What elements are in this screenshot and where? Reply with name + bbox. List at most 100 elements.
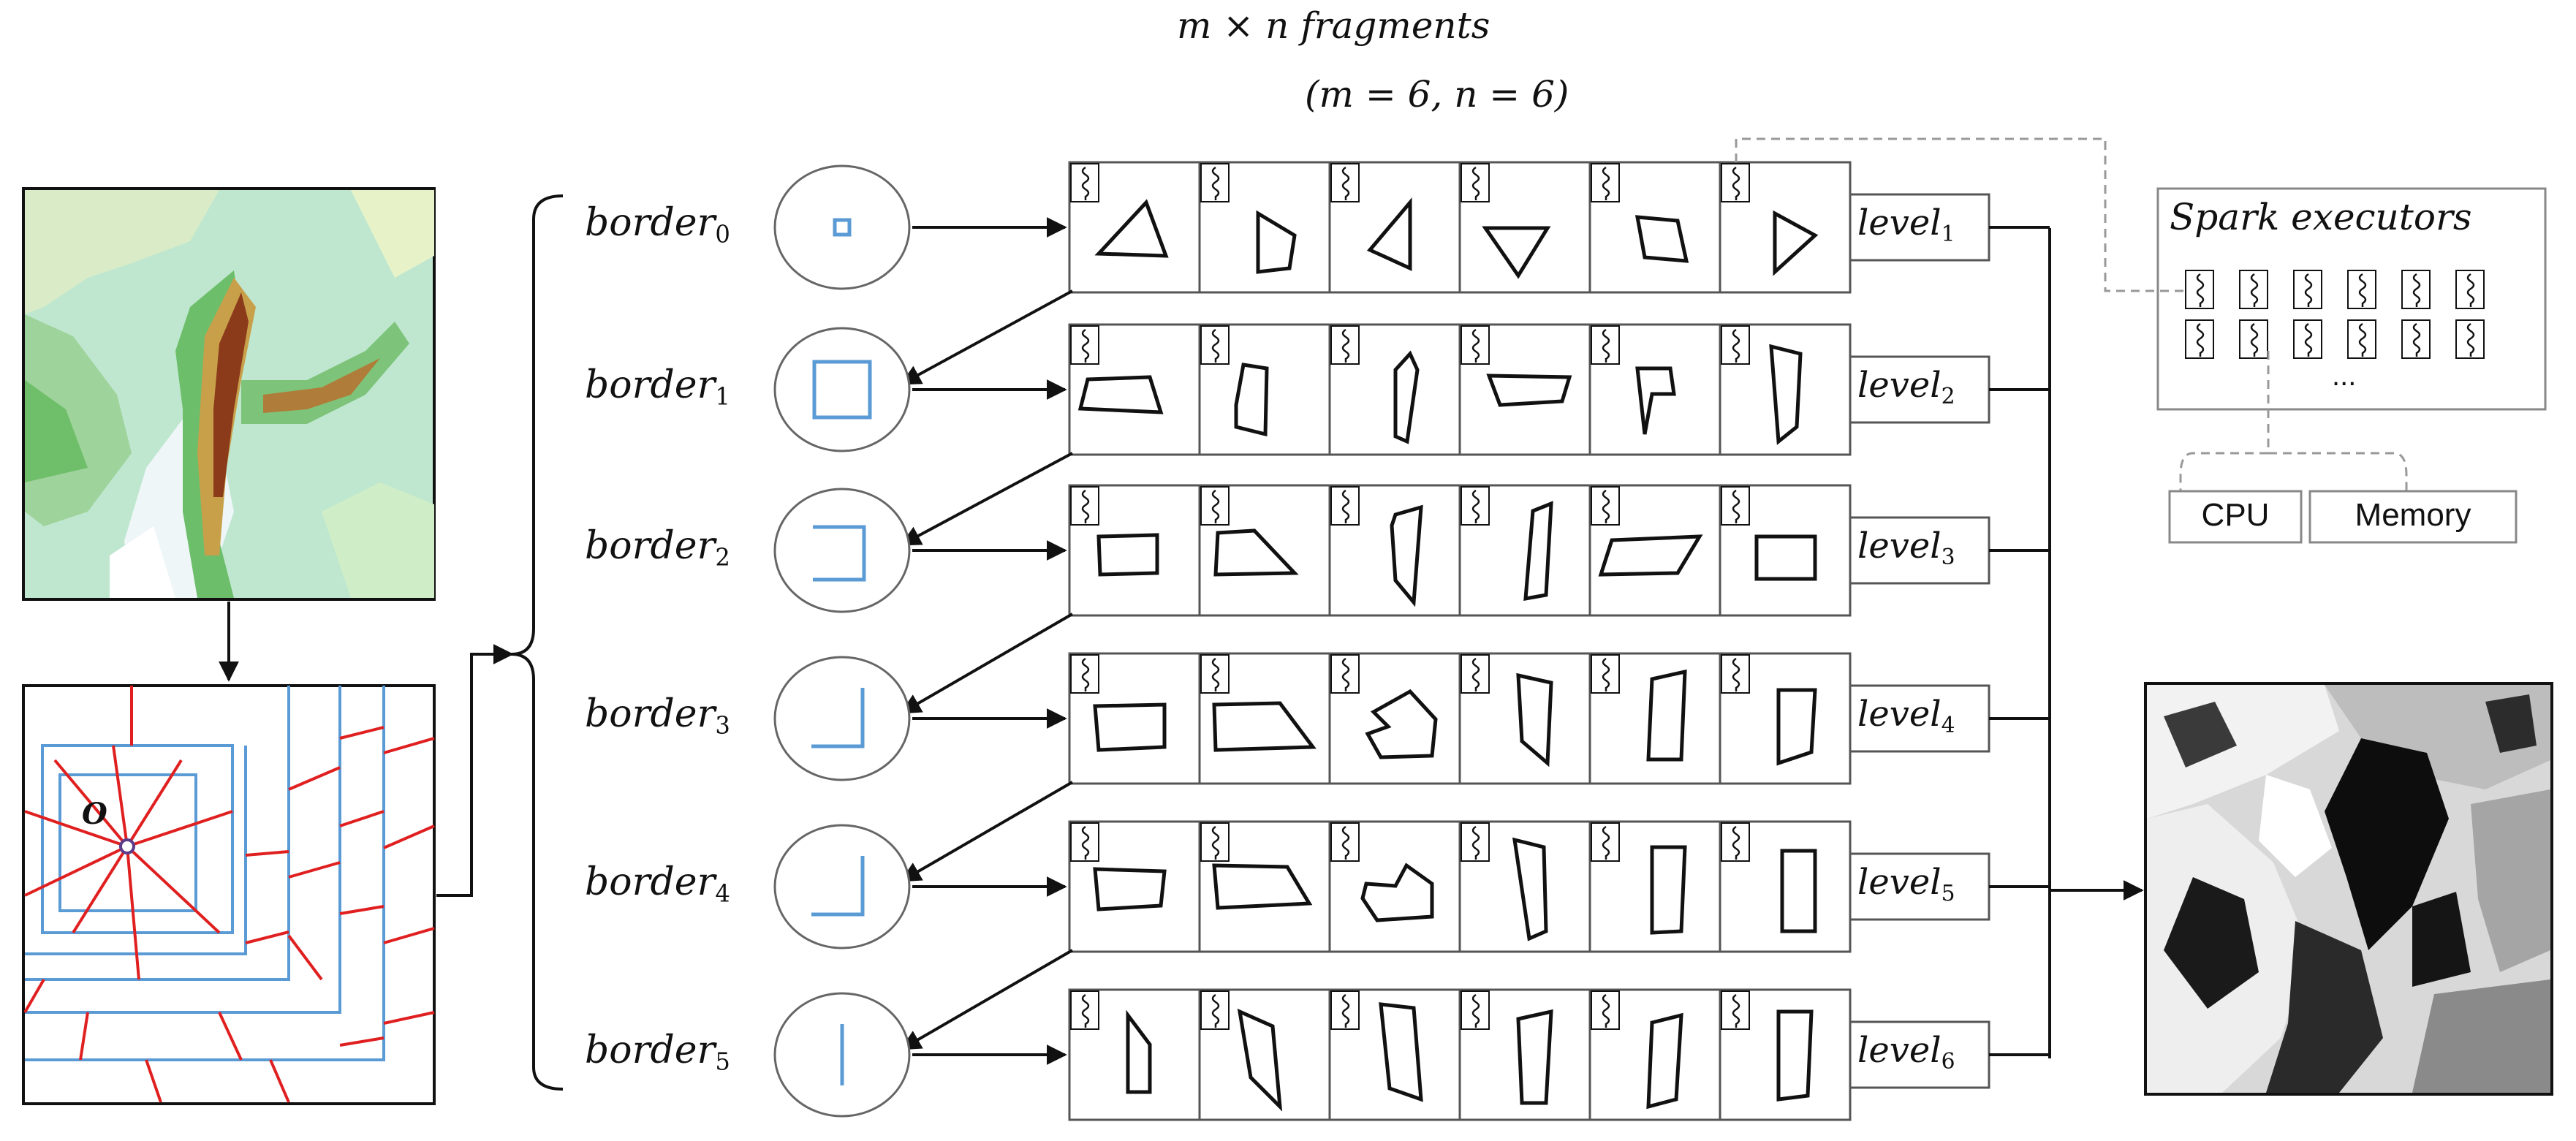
dashed-link-fragment-to-executor [1735,137,2186,292]
wavy-line-icon [1330,822,1360,862]
level-label-index: 4 [1941,712,1955,738]
border-label-name: border [585,201,716,245]
arrow-partition-to-borders [436,644,514,897]
fragment-cell [1328,820,1461,953]
level-label-index: 3 [1941,544,1955,570]
wavy-line-icon [1200,990,1230,1030]
fragment-cell [1068,323,1201,456]
fragment-shape [1482,226,1551,279]
wavy-line-icon [1461,163,1490,202]
executor-slot-icon [2293,319,2322,359]
fragment-shape [1212,701,1317,752]
fragment-cell [1719,652,1852,785]
level-label-index: 6 [1941,1048,1955,1074]
level-label-6: level6 [1857,1030,1955,1074]
wavy-line-icon [1591,654,1620,694]
border-label-index: 4 [715,879,730,908]
fragment-cell [1458,652,1591,785]
level-label-name: level [1857,862,1942,903]
border-label-index: 0 [715,220,730,249]
executor-slot-icon [2239,270,2268,309]
title-dimensions: (m = 6, n = 6) [1305,73,1569,115]
fragment-shape [1390,504,1423,607]
fragment-cell [1588,652,1721,785]
fragment-row-2 [773,323,2050,546]
fragment-row-6 [773,988,2050,1121]
wavy-line-icon [1200,325,1230,365]
arrow-row-to-next-border [900,452,1073,546]
level-label-1: level1 [1857,202,1955,247]
fragment-cell [1719,323,1852,456]
fragment-cell [1719,988,1852,1121]
fragment-cell [1719,820,1852,953]
curly-brace [511,194,564,1091]
executor-slot-icon [2185,270,2214,309]
memory-label: Memory [2355,497,2471,533]
wavy-line-icon [1200,163,1230,202]
fragment-cell [1068,820,1201,953]
dashed-link-executor-to-resources [2179,351,2408,491]
fragment-cell [1328,652,1461,785]
border-label-name: border [585,363,716,407]
fragment-cell [1328,161,1461,294]
executor-slot-icon [2347,319,2376,359]
executor-slot-icon [2239,319,2268,359]
level-label-name: level [1857,365,1942,406]
border-label-name: border [585,1028,716,1072]
spark-executors-panel [1735,137,2547,544]
cpu-label: CPU [2201,497,2270,533]
fragment-shape [1769,344,1803,445]
partition-diagram [22,684,436,1105]
fragment-cell [1068,652,1201,785]
fragment-shape [1093,867,1167,911]
level-box [1849,355,1990,424]
fragment-shape [1512,837,1548,941]
level-label-3: level3 [1857,526,1955,570]
border-label-index: 3 [715,711,730,740]
wavy-line-icon [1461,486,1490,526]
fragment-cell [1198,161,1331,294]
fragment-shape [1523,501,1553,602]
wavy-line-icon [1200,822,1230,862]
fragment-shape [1360,863,1434,922]
border-label-index: 5 [715,1047,730,1076]
border-circle [773,656,911,781]
fragment-cell [1588,323,1721,456]
fragment-row-4 [773,652,2050,882]
fragment-shape [1634,215,1689,263]
level-box [1849,193,1990,262]
fragment-cell [1588,161,1721,294]
fragment-shape [1212,863,1313,910]
border-circle [773,327,911,452]
fragment-shape [1096,533,1159,577]
wavy-line-icon [1070,654,1099,694]
border-shape-3 [811,688,865,748]
fragment-shape [1650,845,1687,935]
border-label-name: border [585,860,716,904]
border-circle [773,488,911,613]
fragment-shape [1365,689,1438,759]
wavy-line-icon [1721,822,1750,862]
fragment-cell [1328,988,1461,1121]
fragment-shape [1126,1009,1152,1094]
fragment-cell [1719,161,1852,294]
fragment-cell [1458,988,1591,1121]
level-label-name: level [1857,694,1942,735]
fragment-shape [1780,849,1817,933]
level-box [1849,516,1990,585]
executor-slot-icon [2401,319,2431,359]
wavy-line-icon [1330,163,1360,202]
executor-slot-icon [2293,270,2322,309]
fragment-shape [1234,363,1269,437]
executor-slot-icon [2347,270,2376,309]
wavy-line-icon [1330,486,1360,526]
wavy-line-icon [1070,990,1099,1030]
wavy-line-icon [1591,822,1620,862]
wavy-line-icon [1070,325,1099,365]
fragment-cell [1588,484,1721,617]
fragment-shape [1256,210,1297,274]
executor-slot-icon [2455,319,2485,359]
wavy-line-icon [1721,990,1750,1030]
